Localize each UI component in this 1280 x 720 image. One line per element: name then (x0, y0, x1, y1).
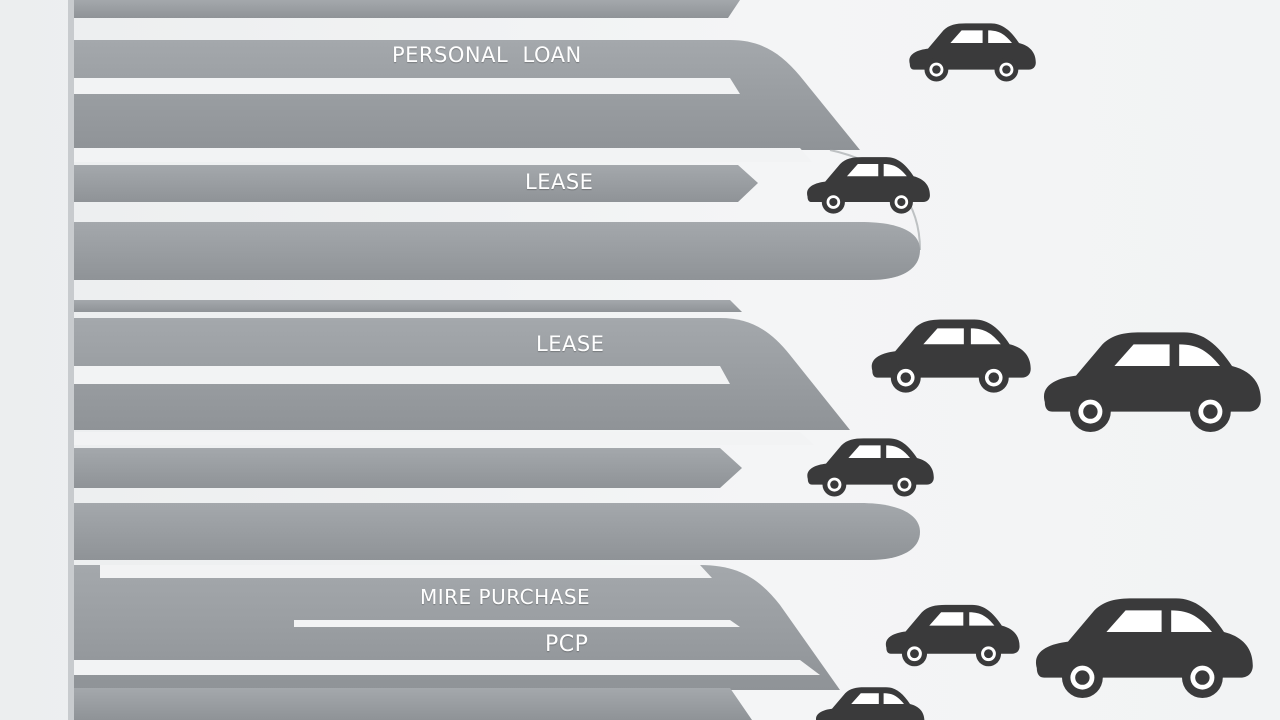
lane-gap (294, 620, 740, 627)
car-icon (1035, 598, 1253, 698)
lane-arrow-2 (74, 448, 742, 488)
car-icon (909, 23, 1036, 82)
lane-gap (74, 366, 730, 384)
car-icon (807, 157, 930, 214)
car-icon (807, 438, 934, 497)
panel-edge (68, 0, 74, 720)
lane-gap (74, 78, 740, 94)
lane-bottom-band (74, 222, 920, 280)
car-icon (871, 319, 1031, 393)
car-icon (1043, 332, 1261, 432)
car-icon (885, 604, 1020, 667)
lane-gap (74, 660, 820, 675)
lane-gap (74, 432, 814, 445)
lane-top-stub (74, 0, 740, 18)
lane-lease-arrow (74, 165, 758, 202)
lane-pcp-bottom (74, 688, 752, 720)
pcp-label: PCP (545, 632, 589, 657)
car-icon (815, 687, 925, 720)
lease-label: LEASE (536, 332, 605, 356)
lane-middle-bottom (74, 503, 920, 560)
lane-middle-top (74, 300, 742, 312)
lane-hire-purchase (74, 565, 840, 690)
lease-label: LEASE (525, 170, 594, 194)
lane-personal-loan (74, 40, 860, 150)
hire-purchase-label: MIRE PURCHASE (420, 585, 591, 609)
personal-loan-label: PERSONAL LOAN (392, 43, 582, 67)
lane-gap (74, 148, 812, 162)
lane-gap (100, 565, 712, 578)
